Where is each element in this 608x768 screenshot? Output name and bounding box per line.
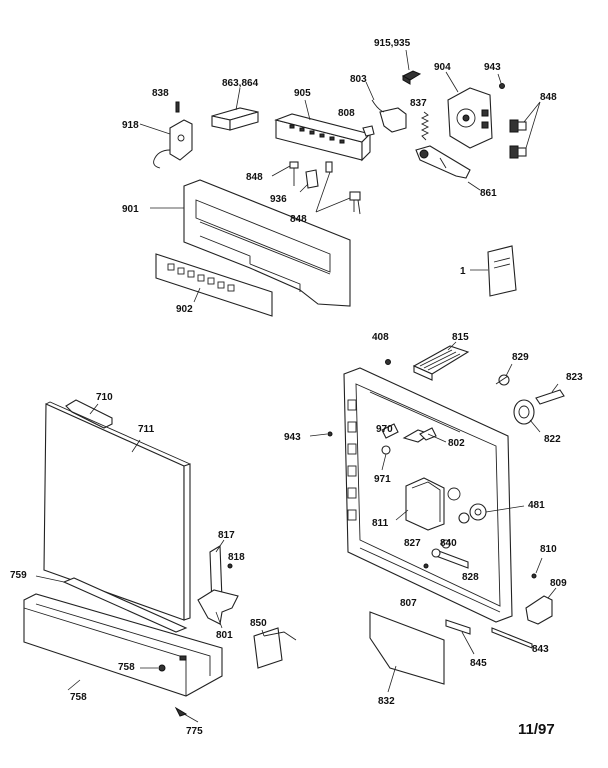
label-758-b: 758: [70, 692, 87, 703]
part-936-piece: [299, 169, 319, 193]
part-408-screw: [385, 359, 391, 365]
label-832: 832: [378, 696, 395, 707]
part-943-screw-mid: [309, 431, 333, 437]
label-838: 838: [152, 88, 169, 99]
label-915-935: 915,935: [374, 38, 411, 49]
part-758-bottom-trim: [23, 593, 223, 697]
label-848-bottom: 848: [290, 214, 307, 225]
label-775: 775: [186, 726, 203, 737]
part-970-piece: [381, 423, 399, 439]
part-845-piece: [445, 619, 475, 655]
part-815-vent: [412, 341, 470, 381]
label-817: 817: [218, 530, 235, 541]
label-905: 905: [294, 88, 311, 99]
part-labels: 915,935 904 943 848 838 863,864 905 803 …: [10, 38, 583, 738]
part-822-wheel: [513, 399, 541, 433]
part-759-bracket: [35, 575, 188, 633]
part-971-piece: [381, 445, 391, 471]
label-828: 828: [462, 572, 479, 583]
part-808-piece: [362, 125, 375, 137]
label-850: 850: [250, 618, 267, 629]
label-848-top-right: 848: [540, 92, 557, 103]
label-408: 408: [372, 332, 389, 343]
part-818-screw: [227, 563, 233, 569]
label-1: 1: [460, 266, 466, 277]
part-811-dispenser: [395, 477, 461, 531]
part-843-strip: [491, 627, 533, 649]
part-711-outer-door: [43, 401, 191, 621]
label-810: 810: [540, 544, 557, 555]
part-828-piece: [431, 548, 469, 569]
label-845: 845: [470, 658, 487, 669]
label-848-mid: 848: [246, 172, 263, 183]
label-710: 710: [96, 392, 113, 403]
part-918-switch: [139, 119, 193, 169]
label-943-mid: 943: [284, 432, 301, 443]
part-802-latch: [402, 427, 447, 443]
part-840-piece: [441, 539, 451, 549]
label-843: 843: [532, 644, 549, 655]
part-827-piece: [423, 563, 429, 569]
part-943-screw-top: [497, 73, 505, 89]
label-829: 829: [512, 352, 529, 363]
part-803-switch: [365, 81, 407, 133]
part-861-arm: [415, 145, 481, 191]
label-863-864: 863,864: [222, 78, 259, 89]
label-861: 861: [480, 188, 497, 199]
part-905-control-board: [274, 99, 372, 162]
label-801: 801: [216, 630, 233, 641]
label-904: 904: [434, 62, 451, 73]
label-758-a: 758: [118, 662, 135, 673]
part-863-864-bracket: [211, 87, 259, 131]
label-711: 711: [138, 424, 155, 435]
label-837: 837: [410, 98, 427, 109]
part-832-panel: [369, 611, 445, 693]
part-823-piece: [535, 383, 565, 405]
part-848-connectors-right: [509, 101, 541, 159]
part-775-arrow: [174, 706, 199, 723]
part-837-spring: [420, 111, 430, 141]
label-970: 970: [376, 424, 393, 435]
label-759: 759: [10, 570, 27, 581]
label-918: 918: [122, 120, 139, 131]
part-904-timer: [445, 71, 493, 149]
label-943-top: 943: [484, 62, 501, 73]
label-902: 902: [176, 304, 193, 315]
part-481-rinse-aid: [458, 503, 525, 524]
label-807: 807: [400, 598, 417, 609]
label-803: 803: [350, 74, 367, 85]
part-915-935-knob: [401, 49, 422, 85]
label-815: 815: [452, 332, 469, 343]
label-823: 823: [566, 372, 583, 383]
label-971: 971: [374, 474, 391, 485]
part-810-screw: [531, 557, 543, 579]
label-802: 802: [448, 438, 465, 449]
part-809-hinge: [525, 587, 557, 625]
part-902-keypad: [155, 253, 273, 317]
part-1-literature: [470, 245, 517, 297]
label-811: 811: [372, 518, 389, 529]
part-850-piece: [253, 627, 297, 669]
label-840: 840: [440, 538, 457, 549]
label-822: 822: [544, 434, 561, 445]
part-829-piece: [495, 363, 513, 386]
part-848-connector-mid: [271, 161, 299, 186]
label-481: 481: [528, 500, 545, 511]
label-809: 809: [550, 578, 567, 589]
label-936: 936: [270, 194, 287, 205]
part-848-connectors-bottom: [315, 161, 361, 215]
label-818: 818: [228, 552, 245, 563]
part-801-hinge: [197, 589, 239, 629]
date-code: 11/97: [518, 721, 555, 738]
part-838-clip: [175, 101, 180, 113]
part-901-console: [150, 179, 351, 307]
label-901: 901: [122, 204, 139, 215]
label-808: 808: [338, 108, 355, 119]
label-827: 827: [404, 538, 421, 549]
